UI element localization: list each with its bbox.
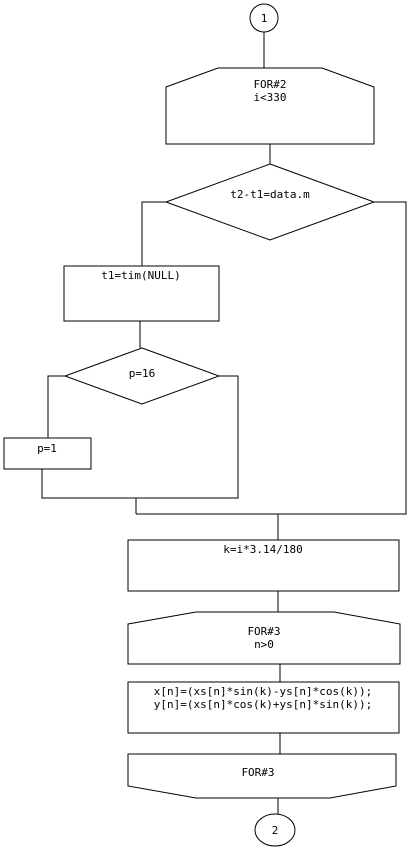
process-xy-line1: x[n]=(xs[n]*sin(k)-ys[n]*cos(k));: [154, 685, 373, 698]
loop-start-for3: FOR#3 n>0: [127, 611, 401, 665]
loop-start-for2-label: FOR#2: [253, 78, 286, 91]
process-xy: x[n]=(xs[n]*sin(k)-ys[n]*cos(k)); y[n]=(…: [127, 681, 400, 734]
decision-time: t2-t1=data.m: [164, 163, 376, 241]
process-timer-label: t1=tim(NULL): [101, 269, 180, 282]
process-p-label: p=1: [37, 442, 57, 455]
connector-lines: [41, 32, 407, 815]
loop-start-for3-label: FOR#3: [247, 625, 280, 638]
loop-end-for3: FOR#3: [127, 753, 397, 799]
process-timer: t1=tim(NULL): [63, 265, 220, 322]
process-k: k=i*3.14/180: [127, 539, 400, 592]
decision-p-label: p=16: [129, 367, 156, 380]
process-xy-line2: y[n]=(xs[n]*cos(k)+ys[n]*sin(k));: [154, 698, 373, 711]
loop-start-for3-condition: n>0: [254, 638, 274, 651]
connector-2: 2: [254, 813, 296, 847]
loop-start-for2: FOR#2 i<330: [165, 67, 375, 145]
loop-end-for3-label: FOR#3: [241, 766, 274, 779]
connector-2-label: 2: [272, 824, 279, 837]
process-k-label: k=i*3.14/180: [223, 543, 302, 556]
loop-start-for2-condition: i<330: [253, 91, 286, 104]
process-p: p=1: [3, 437, 92, 470]
decision-p: p=16: [63, 347, 221, 405]
connector-1: 1: [249, 3, 279, 33]
decision-time-label: t2-t1=data.m: [230, 188, 310, 201]
connector-1-label: 1: [261, 12, 268, 25]
